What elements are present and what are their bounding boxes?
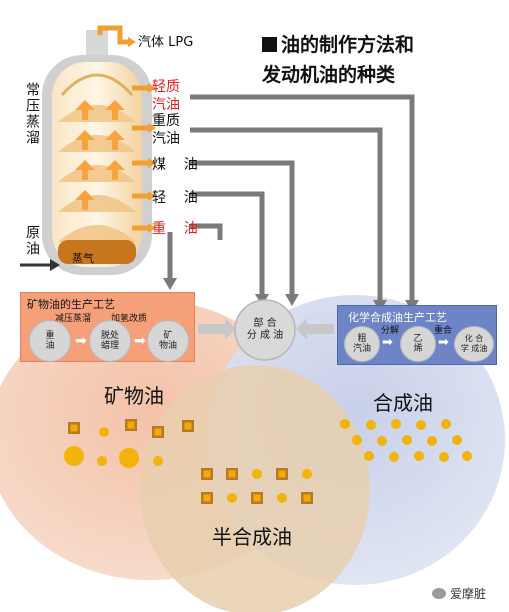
synthetic-process-title: 化学合成油生产工艺 <box>348 311 447 324</box>
label-steam: 蒸气 <box>72 252 94 265</box>
square-bullet-icon <box>262 37 277 52</box>
arrow-right-icon: ➡ <box>75 333 87 349</box>
synthetic-step-decompose: 分解 <box>381 326 400 336</box>
product-light-gasoline: 轻质 汽油 <box>152 79 180 113</box>
arrow-right-icon: ➡ <box>382 335 393 350</box>
watermark: 爱摩脏 <box>432 585 486 602</box>
category-synthetic-oil: 合成油 <box>373 391 433 415</box>
synthetic-oil-particles <box>340 419 472 462</box>
category-semi-synthetic-oil: 半合成油 <box>212 525 292 549</box>
label-atmospheric-distillation: 常压蒸溜 <box>24 82 40 146</box>
product-kerosene: 煤 油 <box>152 157 198 173</box>
semi-synthetic-node-label: 部 合 分 成 油 <box>246 318 284 341</box>
product-heavy-oil: 重 油 <box>152 221 198 237</box>
product-pipes <box>97 25 150 231</box>
synthetic-node-synthetic-oil: 化 合 学 成油 <box>454 326 494 362</box>
center-connectors <box>198 318 334 340</box>
mineral-node-heavy-oil: 重 油 <box>29 320 71 362</box>
category-mineral-oil: 矿物油 <box>104 384 164 408</box>
product-light-oil: 轻 油 <box>152 190 198 206</box>
title-text: 油的制作方法和 发动机油的种类 <box>262 34 415 86</box>
synthetic-process-box: 化学合成油生产工艺 分解 重合 粗 汽油 ➡ 乙 烯 ➡ 化 合 学 成油 <box>337 305 497 365</box>
page-title: 油的制作方法和 发动机油的种类 <box>262 30 414 90</box>
arrow-right-icon: ➡ <box>438 335 449 350</box>
watermark-text: 爱摩脏 <box>450 587 487 601</box>
semi-synthetic-node <box>234 299 296 361</box>
wechat-icon <box>432 588 446 599</box>
mineral-node-dewax: 脱处 蜡理 <box>89 320 131 362</box>
product-heavy-gasoline: 重质 汽油 <box>152 113 180 147</box>
synthetic-node-naphtha: 粗 汽油 <box>344 326 380 362</box>
mineral-process-box: 矿物油的生产工艺 减压蒸溜 加氢改质 重 油 ➡ 脱处 蜡理 ➡ 矿 物油 <box>20 292 195 362</box>
product-gas-lpg: 汽体 LPG <box>138 35 194 50</box>
semi-synthetic-particles <box>201 468 313 504</box>
mineral-process-title: 矿物油的生产工艺 <box>27 298 115 311</box>
label-crude-oil: 原油 <box>24 225 40 257</box>
semi-synthetic-region <box>140 365 370 612</box>
mineral-oil-particles <box>64 419 194 468</box>
mineral-step-vacuum: 减压蒸溜 <box>55 314 92 324</box>
arrow-right-icon: ➡ <box>134 333 146 349</box>
synthetic-node-ethylene: 乙 烯 <box>400 326 436 362</box>
mineral-step-hydro: 加氢改质 <box>111 314 148 324</box>
synthetic-step-polymerize: 重合 <box>434 326 453 336</box>
distillation-column <box>42 30 152 275</box>
flow-lines <box>167 94 415 305</box>
crude-inlet-arrow <box>20 259 60 271</box>
mineral-node-mineral-oil: 矿 物油 <box>147 320 189 362</box>
